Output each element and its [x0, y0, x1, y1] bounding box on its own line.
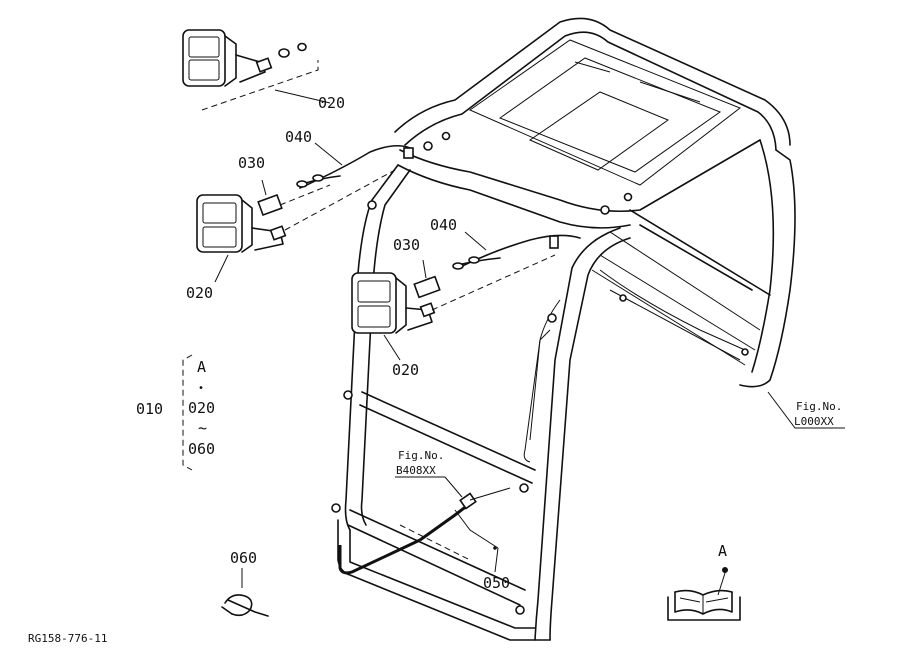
- cab-frame: [331, 17, 796, 641]
- group-bracket: [182, 354, 193, 471]
- fig-l-number: L000XX: [794, 415, 834, 428]
- detail-view-a-icon: [667, 567, 741, 621]
- label-030-right: 030: [393, 236, 420, 254]
- label-010: 010: [136, 400, 163, 418]
- group-letter: A: [197, 358, 206, 376]
- label-030-left: 030: [238, 154, 265, 172]
- switch-right[interactable]: [413, 259, 441, 299]
- label-020-left: 020: [186, 284, 213, 302]
- fig-l-leader: [767, 391, 845, 429]
- fig-b-leader: [395, 476, 463, 498]
- fig-b-title: Fig.No.: [398, 449, 444, 462]
- fig-b-number: B408XX: [396, 464, 436, 477]
- cable-band[interactable]: [221, 568, 269, 617]
- work-lamp-top[interactable]: [182, 29, 331, 111]
- fig-l-title: Fig.No.: [796, 400, 842, 413]
- label-050: 050: [483, 574, 510, 592]
- group-range-end: 060: [188, 440, 215, 458]
- group-dot: •: [198, 383, 204, 394]
- detail-view-letter: A: [718, 542, 727, 560]
- label-020-right: 020: [392, 361, 419, 379]
- group-range-start: 020: [188, 399, 215, 417]
- drawing-id: RG158-776-11: [28, 632, 107, 645]
- work-lamp-left[interactable]: [196, 169, 396, 283]
- label-040-left: 040: [285, 128, 312, 146]
- work-lamp-right[interactable]: [351, 254, 556, 361]
- label-020-top: 020: [318, 94, 345, 112]
- part-050-leader: [494, 547, 499, 573]
- label-040-right: 040: [430, 216, 457, 234]
- harness-left[interactable]: [296, 142, 414, 189]
- switch-left[interactable]: [257, 179, 331, 217]
- group-range-sep: ~: [198, 419, 207, 437]
- harness-right[interactable]: [452, 231, 581, 270]
- label-060: 060: [230, 549, 257, 567]
